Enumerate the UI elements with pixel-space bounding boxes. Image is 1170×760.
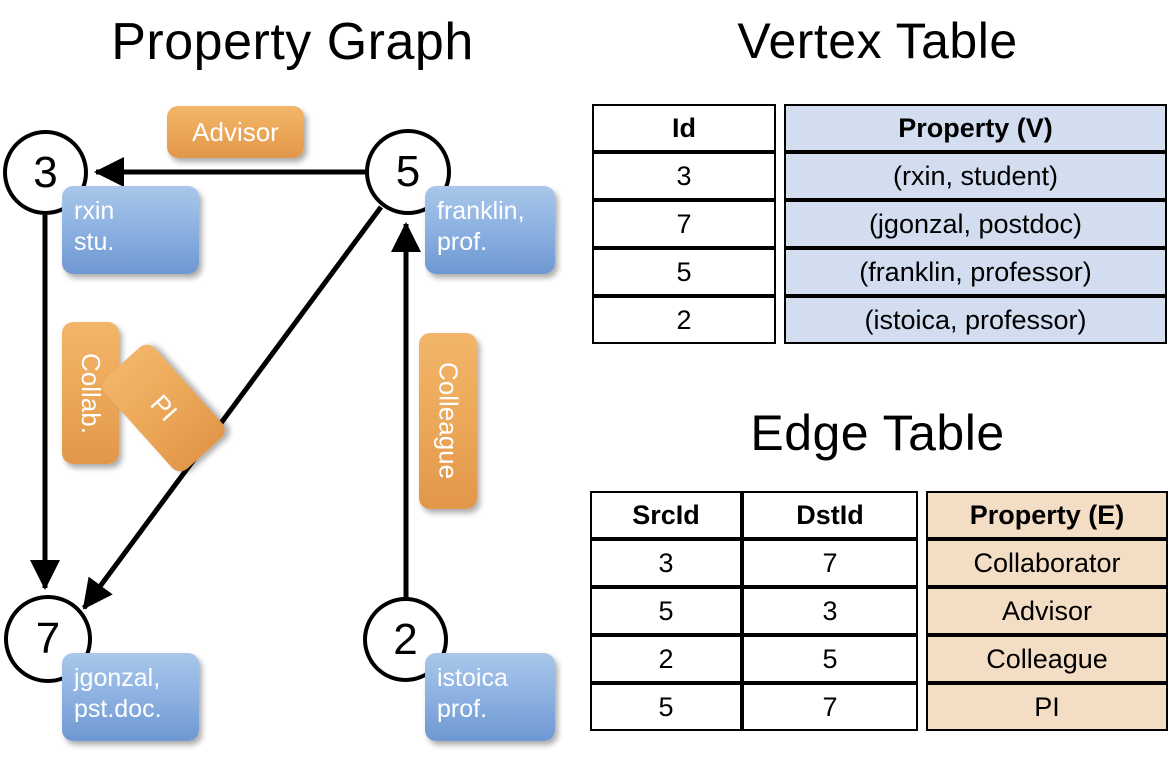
edge-table-header-srcid: SrcId [590,491,742,539]
table-row: 7 (jgonzal, postdoc) [592,200,1167,248]
vertex-table-header-id: Id [592,104,776,152]
graph-node-3-label: 3 [33,147,58,197]
vertex-row-1-id: 7 [592,200,776,248]
vertex-table-column-gap [776,104,784,152]
edge-row-0-gap [918,539,926,587]
edge-row-1-property: Advisor [926,587,1168,635]
page-title-vertex-table: Vertex Table [737,13,1018,69]
table-row: 2 5 Colleague [590,635,1168,683]
vertex-table-header-row: Id Property (V) [592,104,1167,152]
edge-label-collab-text: Collab. [76,352,106,434]
graph-node-5-label: 5 [395,147,421,196]
table-row: 5 (franklin, professor) [592,248,1167,296]
vertex-table-header-property: Property (V) [784,104,1167,152]
edge-row-0-property: Collaborator [926,539,1168,587]
edge-row-3-dst: 7 [742,683,918,731]
graph-node-7-property-line1: jgonzal, [74,664,161,692]
page-title-property-graph: Property Graph [111,13,474,71]
graph-node-2-property-line1: istoica [437,664,508,692]
graph-node-5-property-line2: prof. [437,227,488,256]
edge-row-1-gap [918,587,926,635]
edge-table-header-dstid: DstId [742,491,918,539]
vertex-row-3-property: (istoica, professor) [784,296,1167,344]
edge-table: SrcId DstId Property (E) 3 7 Collaborato… [590,491,1168,731]
page-title-edge-table: Edge Table [750,405,1005,461]
graph-node-3-property-line1: rxin [74,197,115,225]
edge-row-1-src: 5 [590,587,742,635]
table-row: 3 7 Collaborator [590,539,1168,587]
graph-node-3-property-line2: stu. [74,227,115,256]
vertex-row-3-gap [776,296,784,344]
property-graph-diagram: 3 5 7 2 rxin stu. franklin, prof. jgonza… [3,106,555,741]
graph-node-5[interactable]: 5 [365,129,451,215]
edge-5-to-7 [81,205,384,610]
graph-node-3-property-box: rxin stu. [62,186,199,274]
edge-row-3-src: 5 [590,683,742,731]
graph-node-2-property-line2: prof. [437,694,488,723]
edge-row-1-dst: 3 [742,587,918,635]
graph-node-5-property-box: franklin, prof. [425,186,555,274]
edge-row-2-dst: 5 [742,635,918,683]
edge-label-colleague: Colleague [419,333,477,509]
vertex-row-0-id: 3 [592,152,776,200]
graph-node-7-label: 7 [35,614,61,663]
edge-table-header-property: Property (E) [926,491,1168,539]
graph-node-7-property-line2: pst.doc. [74,694,162,723]
table-row: 3 (rxin, student) [592,152,1167,200]
edge-row-2-property: Colleague [926,635,1168,683]
vertex-row-1-gap [776,200,784,248]
graph-edge-arrows [30,157,421,610]
edge-row-2-gap [918,635,926,683]
edge-label-colleague-text: Colleague [433,362,464,480]
edge-table-header-row: SrcId DstId Property (E) [590,491,1168,539]
vertex-row-0-gap [776,152,784,200]
table-row: 5 7 PI [590,683,1168,731]
graph-node-2-property-box: istoica prof. [425,653,555,741]
graph-node-2-label: 2 [393,614,418,664]
edge-row-2-src: 2 [590,635,742,683]
edge-row-3-gap [918,683,926,731]
vertex-row-1-property: (jgonzal, postdoc) [784,200,1167,248]
table-row: 2 (istoica, professor) [592,296,1167,344]
table-row: 5 3 Advisor [590,587,1168,635]
graph-node-7-property-box: jgonzal, pst.doc. [62,653,199,741]
edge-label-advisor: Advisor [167,106,304,158]
vertex-row-2-id: 5 [592,248,776,296]
edge-row-3-property: PI [926,683,1168,731]
vertex-row-0-property: (rxin, student) [784,152,1167,200]
edge-label-pi-text: PI [144,388,184,427]
vertex-table: Id Property (V) 3 (rxin, student) 7 (jgo… [592,104,1167,344]
vertex-row-2-property: (franklin, professor) [784,248,1167,296]
edge-row-0-dst: 7 [742,539,918,587]
vertex-row-2-gap [776,248,784,296]
edge-label-advisor-text: Advisor [192,116,279,147]
graph-node-5-property-line1: franklin, [437,197,525,225]
edge-row-0-src: 3 [590,539,742,587]
graph-node-2[interactable]: 2 [363,597,448,682]
vertex-row-3-id: 2 [592,296,776,344]
edge-table-column-gap [918,491,926,539]
